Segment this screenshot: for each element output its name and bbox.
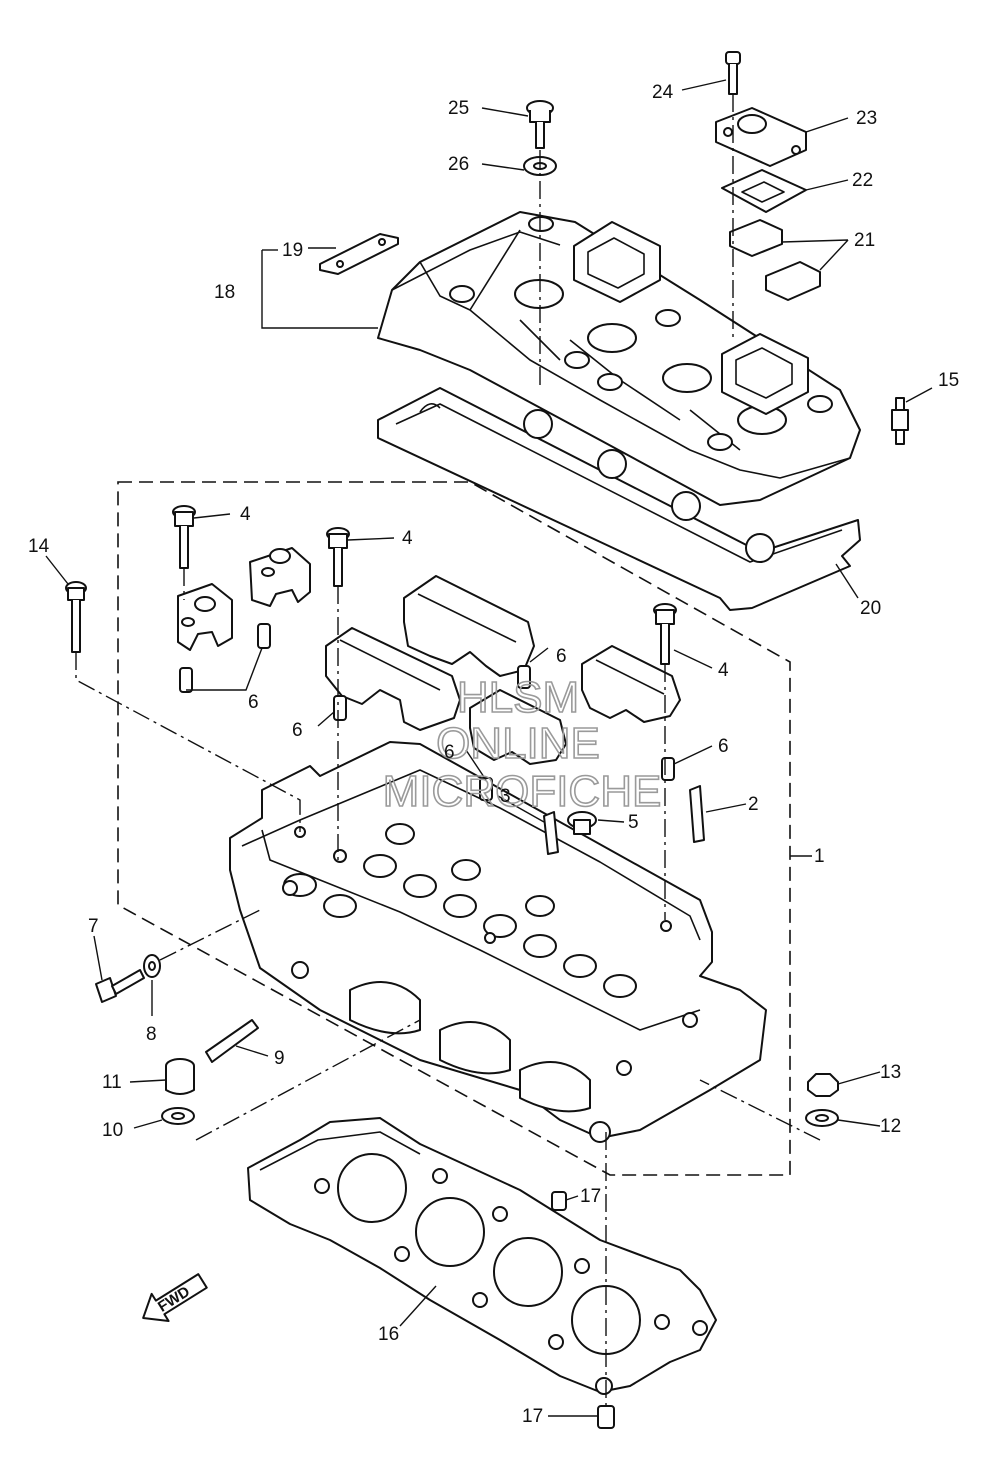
watermark-line-1: HLSM — [457, 673, 579, 722]
part-25-grommet-bolt — [526, 100, 554, 149]
callout-1: 1 — [814, 846, 825, 867]
callout-6-b: 6 — [292, 720, 303, 741]
callout-12: 12 — [880, 1116, 901, 1137]
part-4-bolt-c — [653, 603, 677, 665]
part-17-dowel-b — [597, 1405, 615, 1429]
callout-17-a: 17 — [580, 1186, 601, 1207]
camshaft-cap-left — [177, 583, 233, 651]
part-3-dowel — [543, 811, 559, 855]
part-13-nut — [807, 1073, 839, 1097]
callout-4-c: 4 — [718, 660, 729, 681]
part-2-stud — [689, 785, 705, 843]
cylinder-head-gasket — [247, 1117, 717, 1395]
callout-16: 16 — [378, 1324, 399, 1345]
part-24-bolt — [725, 51, 741, 95]
camshaft-cap-right — [249, 547, 311, 607]
camshaft-holder-right — [581, 645, 681, 723]
callout-6-a: 6 — [248, 692, 259, 713]
camshaft-holder-middle — [469, 689, 567, 765]
callout-18: 18 — [214, 282, 235, 303]
callout-15: 15 — [938, 370, 959, 391]
alignment-lines — [75, 94, 821, 1406]
callout-17-b: 17 — [522, 1406, 543, 1427]
part-14-bolt — [65, 581, 87, 653]
part-9-stud-bolt — [205, 1019, 259, 1063]
callout-13: 13 — [880, 1062, 901, 1083]
callout-6-c: 6 — [556, 646, 567, 667]
leader-lines — [45, 79, 933, 1417]
callout-7: 7 — [88, 916, 99, 937]
part-23-breather-cover — [715, 107, 807, 167]
part-4-bolt-b — [326, 527, 350, 587]
callout-6-d: 6 — [444, 742, 455, 763]
callout-2: 2 — [748, 794, 759, 815]
part-15-spark-plug — [891, 397, 909, 445]
camshaft-holder-rear — [403, 575, 535, 677]
callout-26: 26 — [448, 154, 469, 175]
callout-9: 9 — [274, 1048, 285, 1069]
part-5-plug — [567, 811, 597, 835]
callout-8: 8 — [146, 1024, 157, 1045]
part-22-breather-gasket — [721, 169, 807, 213]
callout-22: 22 — [852, 170, 873, 191]
callout-10: 10 — [102, 1120, 123, 1141]
part-8-washer — [143, 954, 161, 978]
part-11-collar — [165, 1058, 195, 1095]
callout-25: 25 — [448, 98, 469, 119]
watermark-line-2: ONLINE — [436, 719, 600, 768]
forward-direction-arrow: FWD — [142, 1273, 208, 1322]
callout-19: 19 — [282, 240, 303, 261]
callout-23: 23 — [856, 108, 877, 129]
part-21-reed-valve-a — [729, 219, 783, 257]
watermark: HLSM ONLINE MICROFICHE — [382, 672, 662, 817]
callout-labels: 1 2 3 4 4 4 5 6 6 6 6 6 7 8 9 10 11 12 1… — [28, 82, 959, 1427]
cylinder-head — [229, 741, 767, 1143]
part-17-dowel-a — [551, 1191, 567, 1211]
callout-24: 24 — [652, 82, 674, 103]
part-12-washer — [805, 1109, 839, 1127]
callout-4-a: 4 — [240, 504, 251, 525]
part-7-bolt — [95, 969, 145, 1003]
watermark-line-3: MICROFICHE — [383, 767, 662, 816]
part-10-washer — [161, 1107, 195, 1125]
part-19-bracket — [319, 233, 399, 275]
callout-21: 21 — [854, 230, 875, 251]
callout-20: 20 — [860, 598, 881, 619]
callout-6-e: 6 — [718, 736, 729, 757]
callout-14: 14 — [28, 536, 50, 557]
callout-11: 11 — [102, 1072, 122, 1093]
callout-3: 3 — [500, 786, 511, 807]
part-21-reed-valve-b — [765, 261, 821, 301]
part-4-bolt-a — [172, 505, 196, 569]
callout-5: 5 — [628, 812, 639, 833]
callout-4-b: 4 — [402, 528, 413, 549]
head-cover-gasket — [377, 387, 861, 611]
